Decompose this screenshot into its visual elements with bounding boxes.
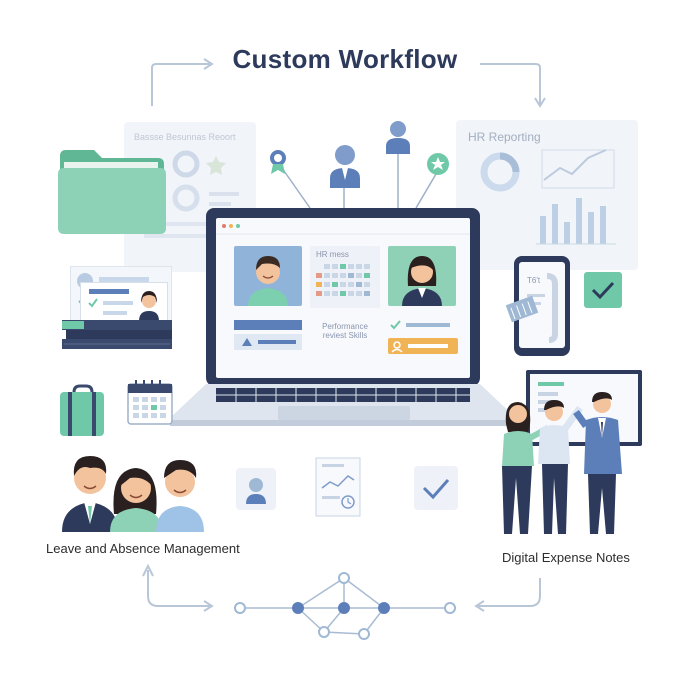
- profile-card-front[interactable]: [80, 282, 168, 326]
- suitcase-icon: [60, 384, 104, 436]
- team-illustration: [62, 456, 204, 532]
- hr-calendar-panel: HR mess: [310, 246, 380, 308]
- leave-absence-label: Leave and Absence Management: [46, 541, 240, 556]
- laptop: HR mess Perfor: [206, 208, 480, 386]
- page-title: Custom Workflow: [232, 44, 458, 74]
- network-diagram: [234, 572, 456, 640]
- hr-reporting-title: HR Reporting: [468, 130, 541, 144]
- approval-check-icon: [584, 272, 622, 308]
- laptop-keyboard: [170, 384, 516, 426]
- progress-bar: [234, 320, 302, 330]
- expense-report-icon: [315, 457, 361, 517]
- document-stack: [62, 320, 172, 349]
- star-badge-icon: [427, 153, 449, 175]
- employee-photo-female[interactable]: [388, 246, 456, 306]
- checklist-row[interactable]: [388, 318, 458, 332]
- performance-review-label: Performance reviest Skills: [322, 322, 368, 340]
- hr-reporting-charts: [480, 149, 616, 245]
- employee-photo-male[interactable]: [234, 246, 302, 306]
- window-dots: [216, 224, 470, 235]
- calendar-grid: [316, 264, 370, 296]
- employee-avatar-icon: [330, 145, 360, 188]
- phone-label: T6't: [527, 276, 541, 285]
- upload-row[interactable]: [234, 334, 302, 350]
- business-team-illustration: [502, 392, 622, 534]
- laptop-screen: HR mess Perfor: [216, 218, 470, 378]
- checkmark-icon: [414, 466, 458, 510]
- calendar-icon: [127, 380, 173, 425]
- hr-panel-title: HR mess: [316, 250, 349, 259]
- folder-icon: [58, 150, 166, 234]
- digital-expense-label: Digital Expense Notes: [502, 550, 630, 565]
- user-profile-icon: [236, 468, 276, 510]
- hr-reporting-panel: HR Reporting: [456, 120, 638, 270]
- panel-caption: Bassse Besunnas Reoort: [134, 132, 236, 142]
- profile-action-button[interactable]: [388, 338, 458, 354]
- org-connector-lines: [281, 154, 437, 209]
- manager-avatar-icon: [386, 121, 410, 154]
- receipt-card-icon: [505, 295, 539, 323]
- award-badge-icon: [270, 150, 286, 174]
